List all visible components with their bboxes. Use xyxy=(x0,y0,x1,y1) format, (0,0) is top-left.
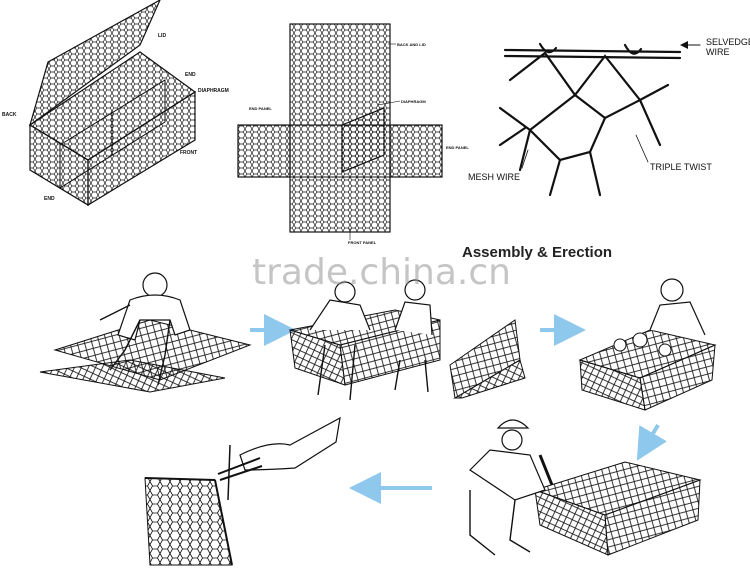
label-diaphragm-net: DIAPHRAGM xyxy=(401,99,426,104)
label-front-panel: FRONT PANEL xyxy=(348,240,377,245)
step-fill-illustration xyxy=(578,278,717,411)
step-unfold-illustration xyxy=(39,272,252,393)
label-back: BACK xyxy=(2,112,17,118)
label-mesh-wire: MESH WIRE xyxy=(468,172,521,182)
unfolded-gabion-net xyxy=(237,23,443,240)
label-end-top: END xyxy=(185,72,196,78)
wire-mesh-detail xyxy=(498,41,701,197)
step-close-lid-illustration xyxy=(469,419,702,556)
label-end-bottom: END xyxy=(44,196,55,202)
arrow-step-3 xyxy=(636,423,667,461)
gabion-box-illustration xyxy=(28,0,197,207)
label-triple-twist: TRIPLE TWIST xyxy=(650,162,712,172)
label-front: FRONT xyxy=(180,150,198,156)
label-selvedge-line2: WIRE xyxy=(706,47,730,57)
step-assemble-illustration xyxy=(289,279,441,401)
watermark: trade.china.cn xyxy=(252,252,511,293)
label-selvedge-line1: SELVEDGE xyxy=(706,37,750,47)
step-folded-panel-illustration xyxy=(449,319,526,399)
label-selvedge-wire: SELVEDGE WIRE xyxy=(706,37,750,57)
label-lid: LID xyxy=(158,33,167,39)
step-lacing-illustration xyxy=(144,416,341,566)
label-diaphragm: DIAPHRAGM xyxy=(198,88,229,94)
label-back-and-lid: BACK AND LID xyxy=(397,42,426,47)
label-end-panel-left: END PANEL xyxy=(249,106,272,111)
label-end-panel-right: END PANEL xyxy=(446,145,469,150)
section-title: Assembly & Erection xyxy=(462,244,613,261)
